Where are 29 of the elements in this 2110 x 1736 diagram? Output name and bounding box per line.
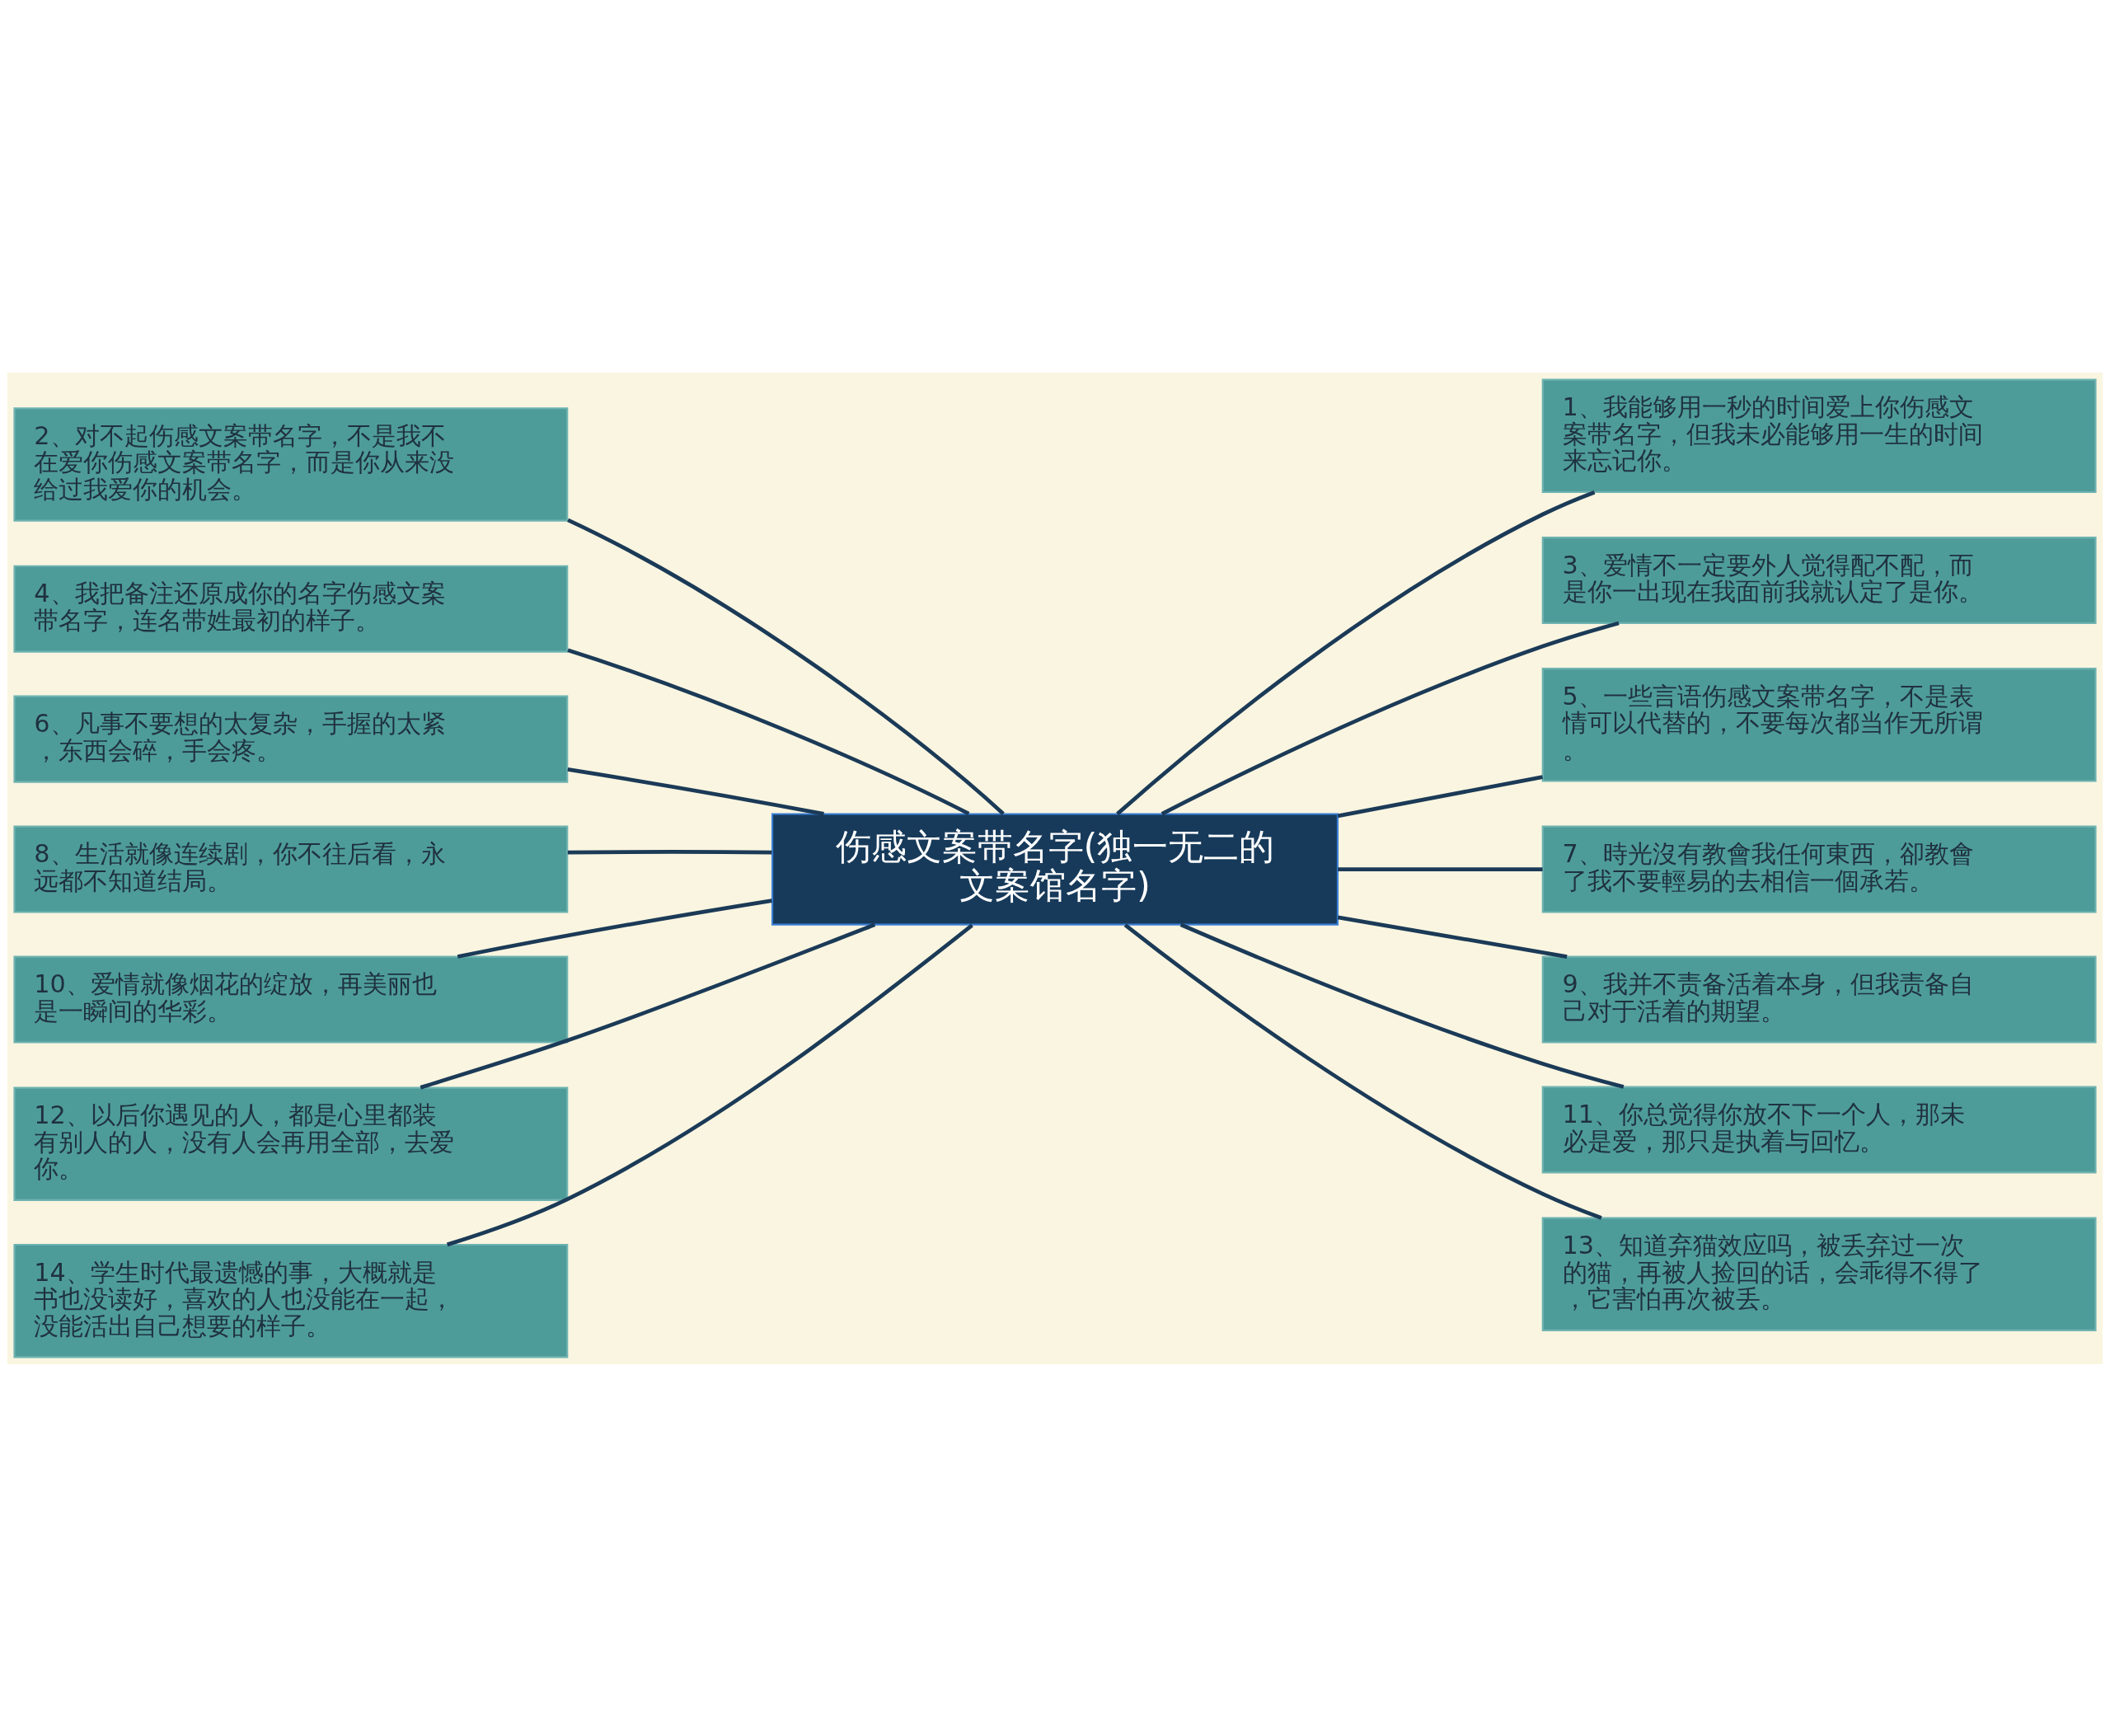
connector (1338, 866, 1543, 871)
connector (567, 518, 1005, 815)
connector (446, 923, 973, 1246)
node-box: 1、我能够用一秒的时间爱上你伤感文案带名字，但我未必能够用一生的时间来忘记你。 (1541, 378, 2097, 493)
connector (1160, 621, 1620, 815)
connector (1123, 922, 1602, 1220)
node-box: 13、知道弃猫效应吗，被丢弃过一次的猫，再被人捡回的话，会乖得不得了，它害怕再次被丢。 (1541, 1217, 2097, 1331)
connector (1337, 774, 1543, 818)
connector (1116, 490, 1596, 815)
node-box: 3、爱情不一定要外人觉得配不配，而是你一出现在我面前我就认定了是你。 (1541, 536, 2097, 624)
connector (567, 647, 970, 815)
node-box: 2、对不起伤感文案带名字，不是我不在爱你伤感文案带名字，而是你从来没给过我爱你的机会。 (13, 406, 569, 522)
connector (567, 849, 772, 855)
node-box: 伤感文案带名字(独一无二的文案馆名字) (771, 812, 1339, 926)
node-box: 7、時光沒有教會我任何東西，卻教會了我不要輕易的去相信一個承若。 (1541, 825, 2097, 913)
node-box: 9、我并不责备活着本身，但我责备自己对于活着的期望。 (1541, 955, 2097, 1044)
connector (1179, 922, 1625, 1089)
node-box: 11、你总觉得你放不下一个人，那未必是爱，那只是执着与回忆。 (1541, 1085, 2097, 1173)
connector (420, 922, 876, 1090)
node-box: 5、一些言语伤感文案带名字，不是表情可以代替的，不要每次都当作无所谓。 (1541, 667, 2097, 782)
connector (1337, 915, 1568, 959)
connector (457, 898, 772, 959)
node-box: 4、我把备注还原成你的名字伤感文案带名字，连名带姓最初的样子。 (13, 565, 569, 653)
node-box: 12、以后你遇见的人，都是心里都装有别人的人，没有人会再用全部，去爱你。 (13, 1086, 569, 1201)
node-box: 8、生活就像连续剧，你不往后看，永远都不知道结局。 (13, 825, 569, 913)
node-box: 6、凡事不要想的太复杂，手握的太紧，东西会碎，手会疼。 (13, 695, 569, 783)
connector (567, 767, 824, 816)
node-box: 10、爱情就像烟花的绽放，再美丽也是一瞬间的华彩。 (13, 955, 569, 1044)
node-box: 14、学生时代最遗憾的事，大概就是书也没读好，喜欢的人也没能在一起，没能活出自己想要的样子。 (13, 1243, 569, 1358)
